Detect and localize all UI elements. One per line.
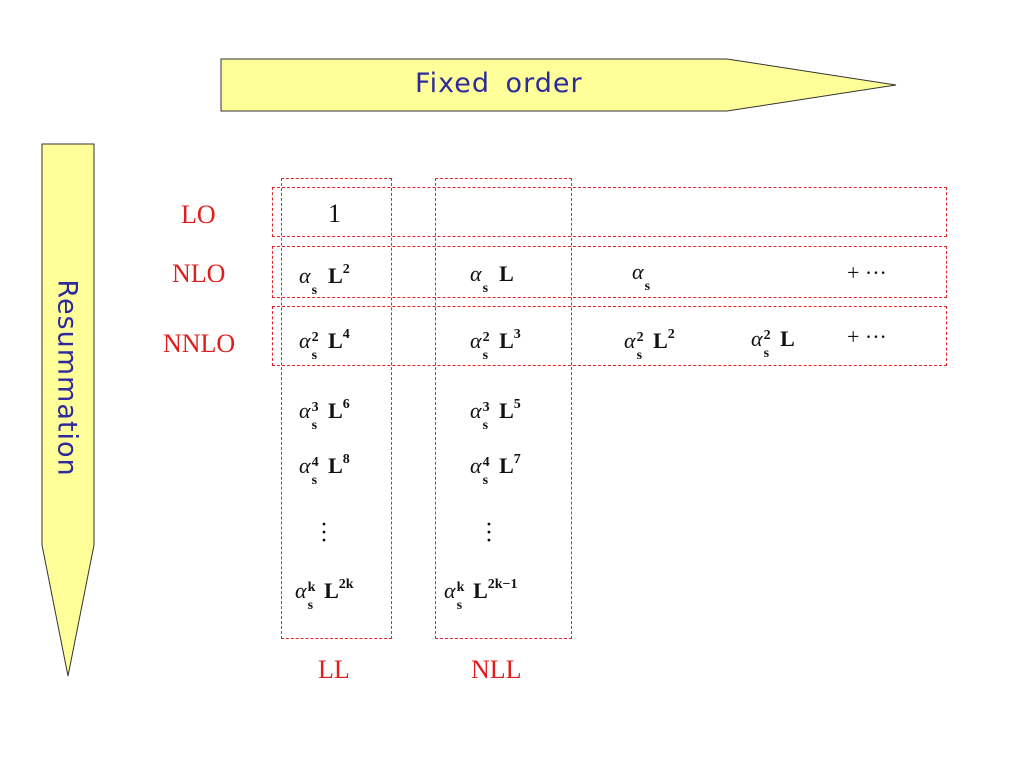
lo-row-box <box>272 187 947 237</box>
column-label-nll: NLL <box>471 655 522 684</box>
cell-nlo-more: + ··· <box>847 260 887 285</box>
row-label-nnlo: NNLO <box>163 329 236 358</box>
resummation-arrow <box>41 143 95 677</box>
nlo-row-box <box>272 246 947 298</box>
row-label-lo: LO <box>181 200 216 229</box>
fixed-order-label: Fixed order <box>415 68 583 99</box>
cell-lo-ll: 1 <box>328 199 341 228</box>
column-label-ll: LL <box>318 655 350 684</box>
resummation-label: Resummation <box>51 279 83 477</box>
nnlo-row-box <box>272 306 947 366</box>
cell-nnlo-more: + ··· <box>847 324 887 349</box>
nll-vertical-dots: ··· <box>485 513 493 554</box>
nll-column-box <box>435 178 572 639</box>
fixed-order-arrow <box>220 58 897 112</box>
row-label-nlo: NLO <box>172 259 226 288</box>
ll-column-box <box>281 178 392 639</box>
ll-vertical-dots: ··· <box>320 513 328 554</box>
